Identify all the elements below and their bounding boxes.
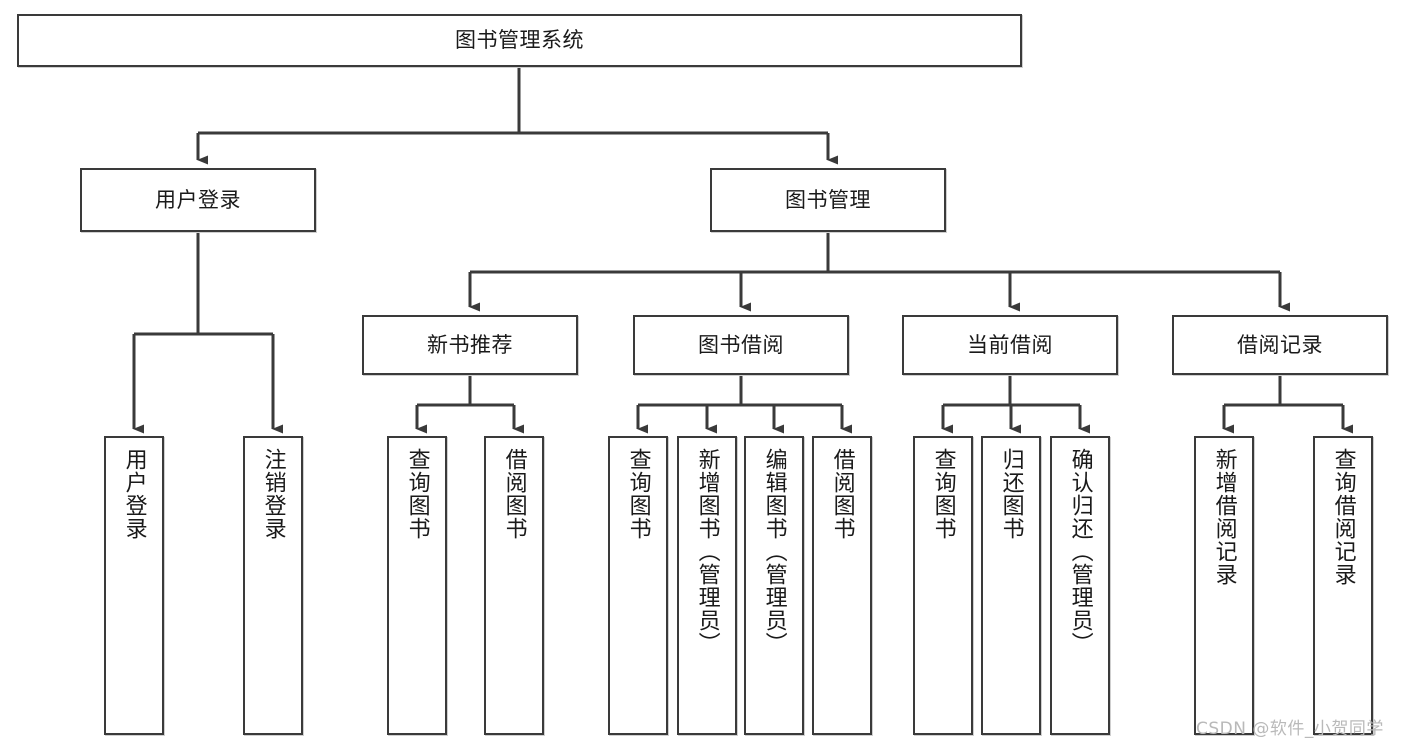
node-root[interactable]: 图书管理系统 (17, 14, 1022, 67)
csdn-watermark: CSDN @软件_小贺同学 (1196, 719, 1384, 739)
edges-borrow-record (1222, 375, 1353, 434)
edges-root (196, 67, 838, 165)
edges-new-book-rec (415, 375, 524, 434)
edges-book-manage (468, 232, 1290, 312)
node-leaf-query-book-2[interactable]: 查询图书 (608, 436, 668, 735)
node-leaf-add-record-label: 新增借阅记录 (1211, 448, 1237, 586)
edges-book-borrow (636, 375, 852, 434)
node-leaf-query-book-3-label: 查询图书 (930, 448, 956, 540)
edges-user-login (132, 232, 283, 434)
node-new-book-recommendation-label: 新书推荐 (427, 332, 513, 357)
edges-current-borrow (941, 375, 1090, 434)
node-leaf-query-book-2-label: 查询图书 (625, 448, 651, 540)
node-leaf-user-login-label: 用户登录 (121, 448, 147, 540)
node-new-book-recommendation[interactable]: 新书推荐 (362, 315, 578, 375)
node-leaf-add-book-label: 新增图书（管理员） (694, 448, 720, 655)
node-leaf-confirm-return[interactable]: 确认归还（管理员） (1050, 436, 1110, 735)
node-leaf-borrow-book-2-label: 借阅图书 (829, 448, 855, 540)
node-leaf-query-book-1-label: 查询图书 (404, 448, 430, 540)
node-leaf-user-login[interactable]: 用户登录 (104, 436, 164, 735)
node-leaf-logout[interactable]: 注销登录 (243, 436, 303, 735)
node-current-borrow[interactable]: 当前借阅 (902, 315, 1118, 375)
node-leaf-return-book-label: 归还图书 (998, 448, 1024, 540)
node-user-login[interactable]: 用户登录 (80, 168, 316, 232)
node-leaf-borrow-book-1-label: 借阅图书 (501, 448, 527, 540)
node-leaf-query-record[interactable]: 查询借阅记录 (1313, 436, 1373, 735)
node-leaf-borrow-book-1[interactable]: 借阅图书 (484, 436, 544, 735)
node-current-borrow-label: 当前借阅 (967, 332, 1053, 357)
node-leaf-edit-book[interactable]: 编辑图书（管理员） (744, 436, 804, 735)
node-leaf-query-book-1[interactable]: 查询图书 (387, 436, 447, 735)
node-user-login-label: 用户登录 (155, 187, 241, 212)
node-leaf-borrow-book-2[interactable]: 借阅图书 (812, 436, 872, 735)
node-borrow-record-label: 借阅记录 (1237, 332, 1323, 357)
node-book-borrow[interactable]: 图书借阅 (633, 315, 849, 375)
node-leaf-return-book[interactable]: 归还图书 (981, 436, 1041, 735)
node-leaf-query-book-3[interactable]: 查询图书 (913, 436, 973, 735)
node-leaf-confirm-return-label: 确认归还（管理员） (1067, 448, 1093, 655)
node-leaf-edit-book-label: 编辑图书（管理员） (761, 448, 787, 655)
node-root-label: 图书管理系统 (455, 28, 584, 53)
node-leaf-add-book[interactable]: 新增图书（管理员） (677, 436, 737, 735)
node-book-manage[interactable]: 图书管理 (710, 168, 946, 232)
node-leaf-logout-label: 注销登录 (260, 448, 286, 540)
node-leaf-query-record-label: 查询借阅记录 (1330, 448, 1356, 586)
node-borrow-record[interactable]: 借阅记录 (1172, 315, 1388, 375)
node-book-borrow-label: 图书借阅 (698, 332, 784, 357)
node-book-manage-label: 图书管理 (785, 187, 871, 212)
node-leaf-add-record[interactable]: 新增借阅记录 (1194, 436, 1254, 735)
